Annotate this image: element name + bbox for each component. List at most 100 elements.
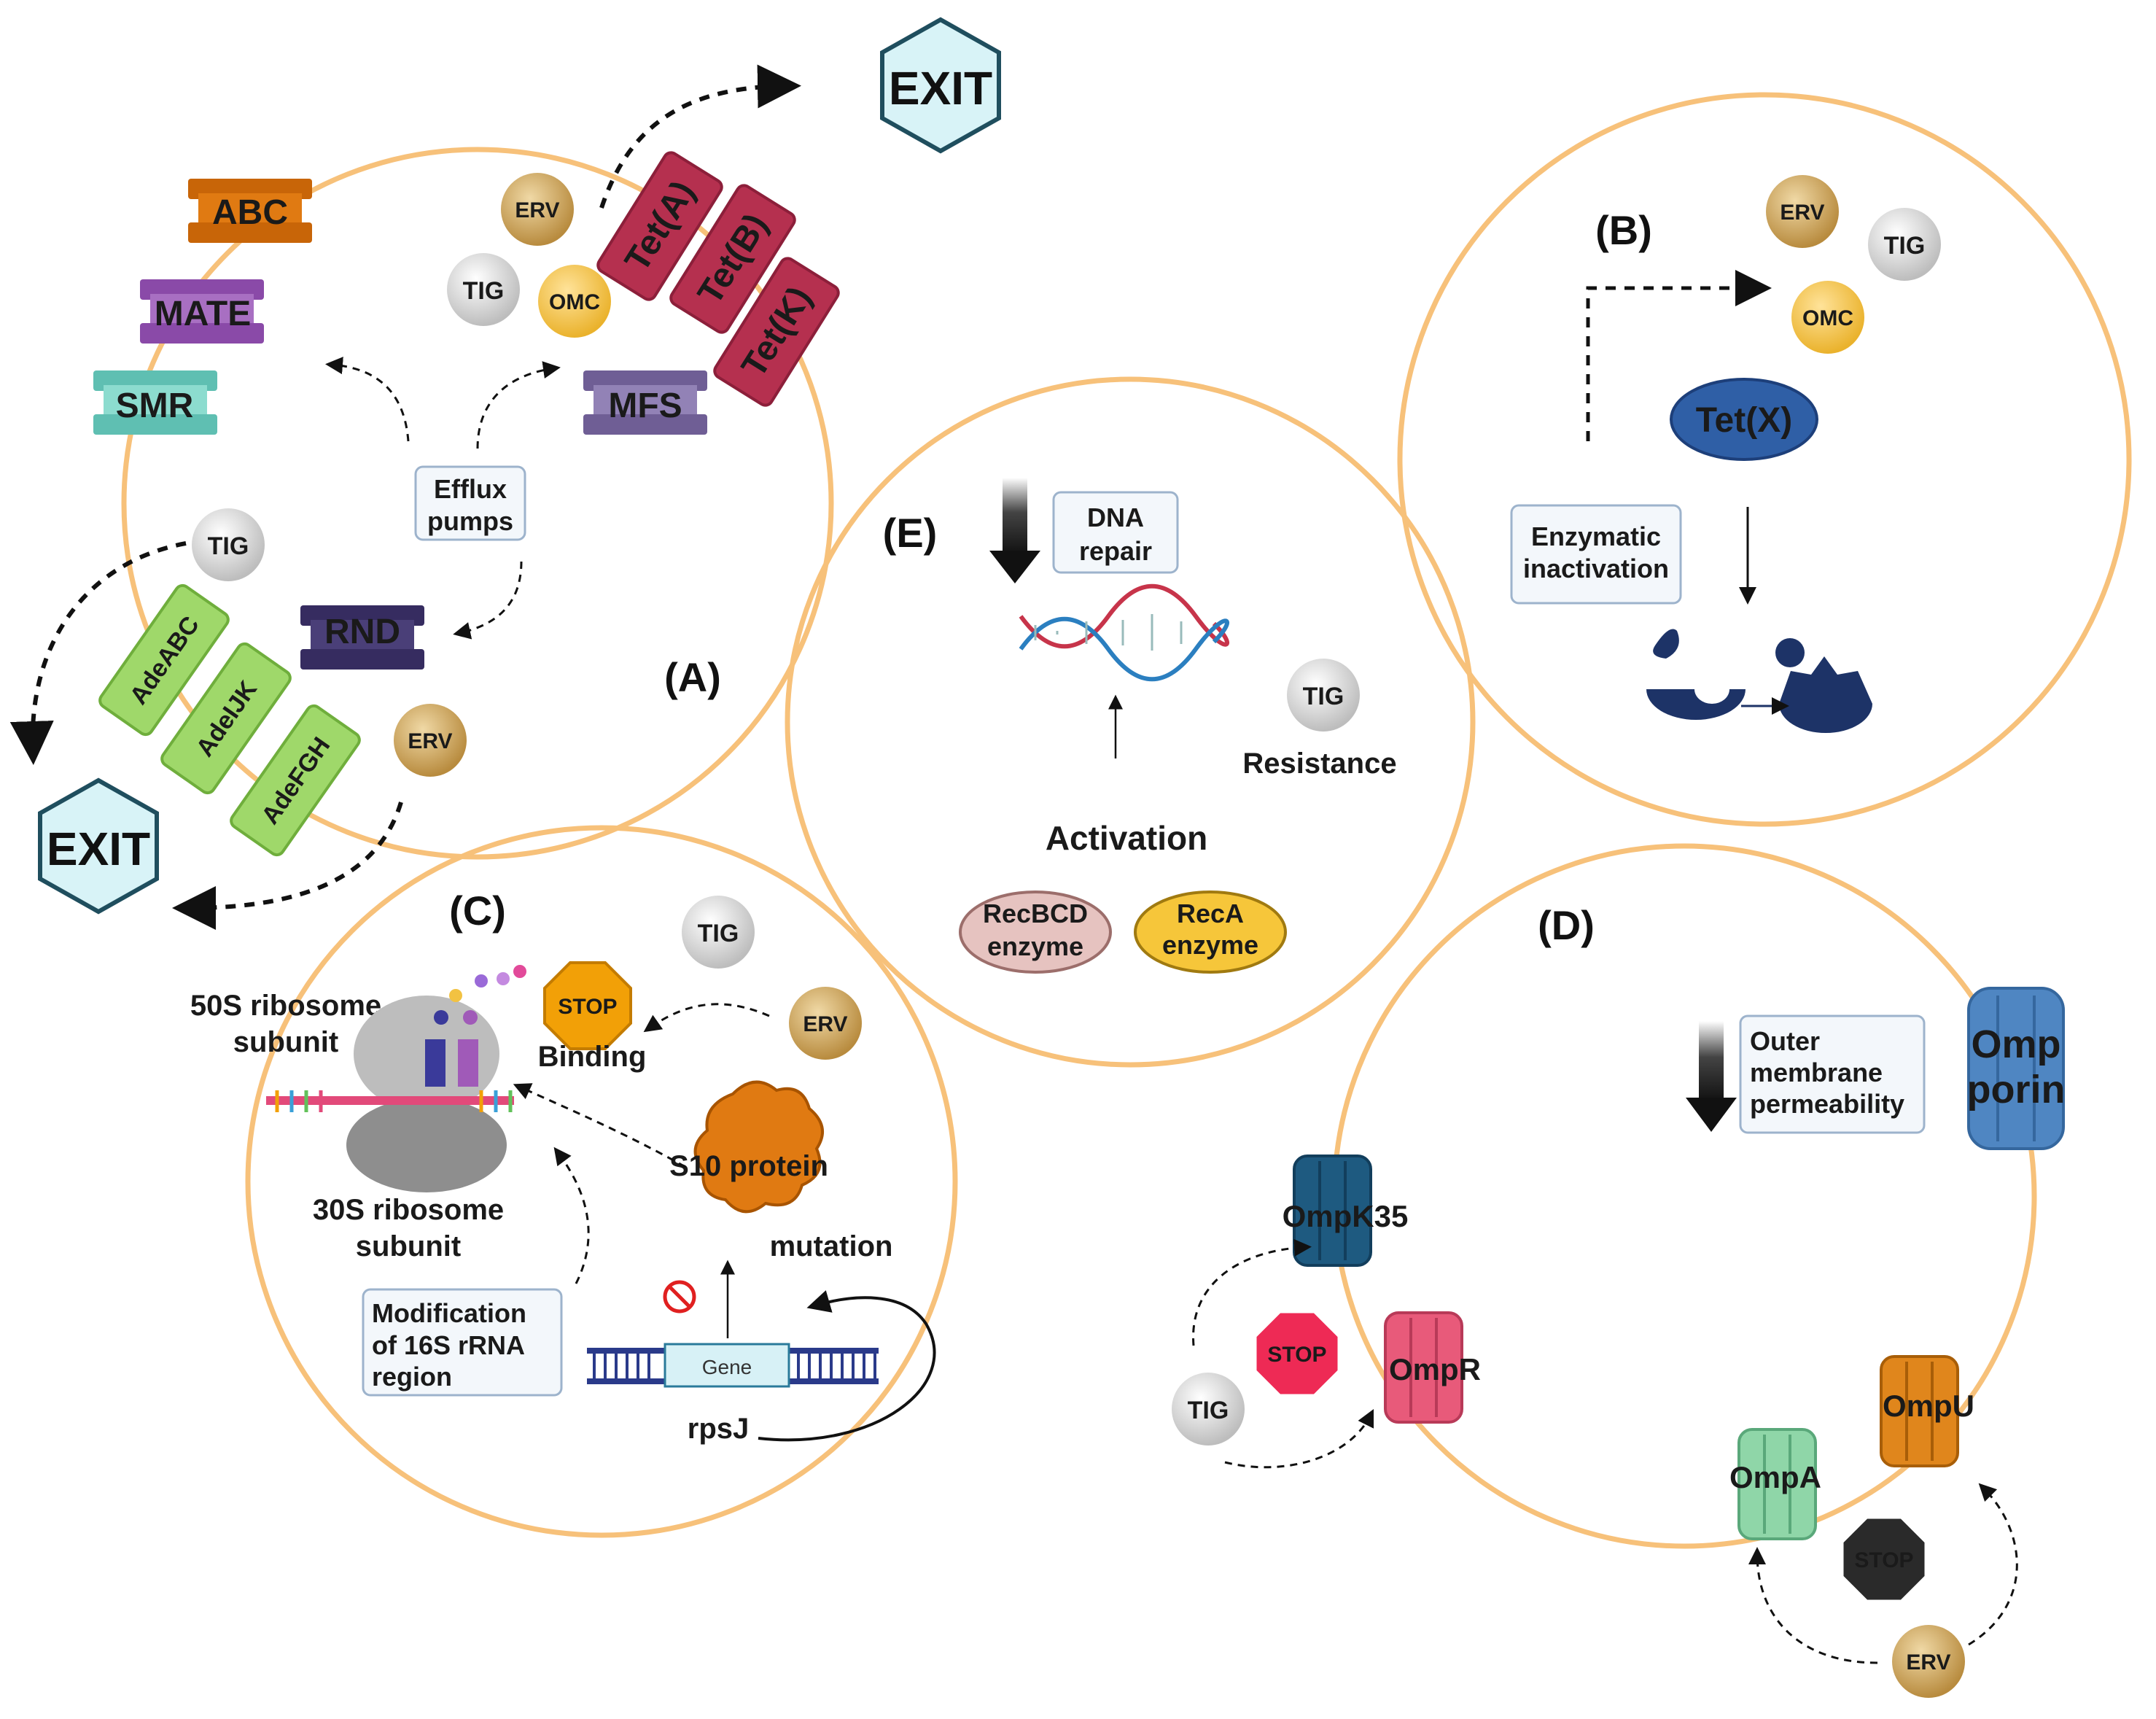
recbcd-line-1: RecBCD bbox=[983, 899, 1088, 928]
omc-drug-a: OMC bbox=[538, 265, 611, 338]
stop-label-d1: STOP bbox=[1267, 1343, 1326, 1367]
cell-c-membrane bbox=[245, 825, 958, 1538]
stop-sign-d-black: STOP bbox=[1840, 1515, 1929, 1604]
panel-b-label: (B) bbox=[1595, 207, 1652, 253]
decrease-arrow-d bbox=[1686, 1021, 1737, 1132]
panel-d-label: (D) bbox=[1538, 902, 1595, 948]
outer-line-3: permeability bbox=[1750, 1089, 1904, 1119]
efflux-line-1: Efflux bbox=[434, 474, 507, 504]
outer-line-1: Outer bbox=[1750, 1026, 1820, 1056]
ribo30-line-2: subunit bbox=[356, 1230, 461, 1262]
activation-label: Activation bbox=[1046, 819, 1207, 857]
mfs-pump: MFS bbox=[583, 370, 707, 435]
erv-label: ERV bbox=[1780, 201, 1824, 225]
modification-line-1: Modification bbox=[372, 1298, 526, 1328]
stop-label-d2: STOP bbox=[1854, 1548, 1913, 1572]
decrease-arrow-e bbox=[989, 478, 1040, 583]
ribosome-icon bbox=[266, 965, 526, 1192]
enzymatic-inactivation-box: Enzymatic inactivation bbox=[1510, 504, 1682, 605]
abc-label: ABC bbox=[212, 193, 288, 232]
s10-label: S10 protein bbox=[669, 1150, 828, 1182]
recbcd-line-2: enzyme bbox=[987, 931, 1083, 961]
panel-c: (C) STOP Binding TIG ERV 50S ribosome su… bbox=[190, 888, 936, 1445]
abc-pump: ABC bbox=[188, 179, 312, 243]
tig-label: TIG bbox=[463, 277, 505, 305]
tig-label: TIG bbox=[208, 532, 249, 560]
stop-sign-c: STOP bbox=[543, 961, 632, 1050]
erv-label: ERV bbox=[803, 1012, 847, 1036]
dna-repair-line-2: repair bbox=[1079, 536, 1152, 566]
smr-label: SMR bbox=[116, 387, 194, 425]
panel-a-label: (A) bbox=[664, 654, 721, 700]
rnd-pump: RND bbox=[300, 605, 424, 670]
omc-drug-b: OMC bbox=[1791, 281, 1864, 354]
gene-dna-icon: Gene bbox=[587, 1343, 879, 1388]
erv-drug-a1: ERV bbox=[501, 173, 574, 246]
gene-label: Gene bbox=[702, 1356, 752, 1378]
stop-sign-d-red: STOP bbox=[1253, 1309, 1342, 1398]
arrows-d bbox=[1192, 1238, 2018, 1664]
smr-pump: SMR bbox=[93, 370, 217, 435]
panel-d: (D) Outer membrane permeability Omp pori… bbox=[1172, 902, 2065, 1698]
mutation-label: mutation bbox=[770, 1230, 893, 1262]
rnd-label: RND bbox=[324, 613, 400, 651]
modification-line-2: of 16S rRNA bbox=[372, 1330, 525, 1360]
erv-label: ERV bbox=[408, 729, 452, 753]
recbcd-enzyme: RecBCD enzyme bbox=[959, 890, 1112, 974]
ompk35-icon: OmpK35 bbox=[1283, 1155, 1408, 1267]
omp-porin-line-1: Omp bbox=[1971, 1023, 2060, 1066]
cell-a-membrane bbox=[121, 147, 834, 860]
exit-top-hexagon: EXIT bbox=[880, 17, 1001, 154]
ompu-icon: OmpU bbox=[1880, 1355, 1974, 1467]
efflux-pumps-box: Efflux pumps bbox=[414, 465, 526, 541]
ribo30-line-1: 30S ribosome bbox=[313, 1194, 504, 1226]
binding-label: Binding bbox=[538, 1041, 647, 1073]
arrow-b-top bbox=[1586, 270, 1772, 441]
modification-line-3: region bbox=[372, 1362, 452, 1392]
tig-drug-c: TIG bbox=[682, 896, 755, 969]
no-entry-icon bbox=[663, 1280, 696, 1313]
stop-label-c: STOP bbox=[558, 995, 617, 1019]
rpsj-label: rpsJ bbox=[688, 1413, 750, 1445]
ompr-label: OmpR bbox=[1389, 1352, 1481, 1386]
mfs-label: MFS bbox=[608, 387, 682, 425]
panel-b: (B) ERV TIG OMC Tet(X) Enzymatic inactiv… bbox=[1510, 175, 1941, 733]
omc-label: OMC bbox=[1802, 306, 1853, 330]
efflux-line-2: pumps bbox=[427, 506, 513, 536]
outer-line-2: membrane bbox=[1750, 1058, 1883, 1087]
panel-e-label: (E) bbox=[883, 510, 938, 556]
erv-drug-d: ERV bbox=[1892, 1625, 1965, 1698]
panel-e: (E) DNA repair TIG Resistance Activation bbox=[883, 478, 1397, 974]
erv-drug-b: ERV bbox=[1766, 175, 1839, 248]
arrows-c bbox=[513, 1003, 936, 1442]
tig-drug-b: TIG bbox=[1868, 208, 1941, 281]
resistance-label: Resistance bbox=[1242, 748, 1396, 780]
ompr-icon: OmpR bbox=[1384, 1311, 1481, 1424]
ribo50-line-1: 50S ribosome bbox=[190, 990, 381, 1022]
modification-box: Modification of 16S rRNA region bbox=[362, 1288, 563, 1397]
tig-drug-e: TIG bbox=[1287, 659, 1360, 732]
mate-pump: MATE bbox=[140, 279, 264, 344]
tig-label: TIG bbox=[1188, 1397, 1229, 1424]
ompa-label: OmpA bbox=[1729, 1460, 1821, 1494]
panel-c-label: (C) bbox=[449, 888, 506, 934]
dna-helix-icon bbox=[1019, 583, 1229, 682]
exit-bottom-hexagon: EXIT bbox=[38, 777, 159, 915]
reca-line-1: RecA bbox=[1177, 899, 1244, 928]
arrows-a bbox=[9, 64, 801, 930]
enzyme-substrate-icon bbox=[1646, 629, 1872, 733]
outer-membrane-box: Outer membrane permeability bbox=[1739, 1014, 1926, 1134]
tetx-enzyme: Tet(X) bbox=[1670, 378, 1818, 461]
reca-line-2: enzyme bbox=[1162, 930, 1258, 960]
tig-drug-d: TIG bbox=[1172, 1373, 1245, 1446]
erv-drug-a2: ERV bbox=[394, 704, 467, 777]
ribo50-line-2: subunit bbox=[233, 1026, 338, 1058]
dna-repair-box: DNA repair bbox=[1052, 491, 1179, 574]
reca-enzyme: RecA enzyme bbox=[1134, 890, 1287, 974]
tet-a-pump: Tet(A) bbox=[596, 151, 723, 301]
enzymatic-line-1: Enzymatic bbox=[1531, 521, 1661, 551]
omp-porin-line-2: porin bbox=[1967, 1068, 2066, 1111]
tig-label: TIG bbox=[1884, 232, 1926, 260]
dna-repair-line-1: DNA bbox=[1087, 502, 1144, 532]
